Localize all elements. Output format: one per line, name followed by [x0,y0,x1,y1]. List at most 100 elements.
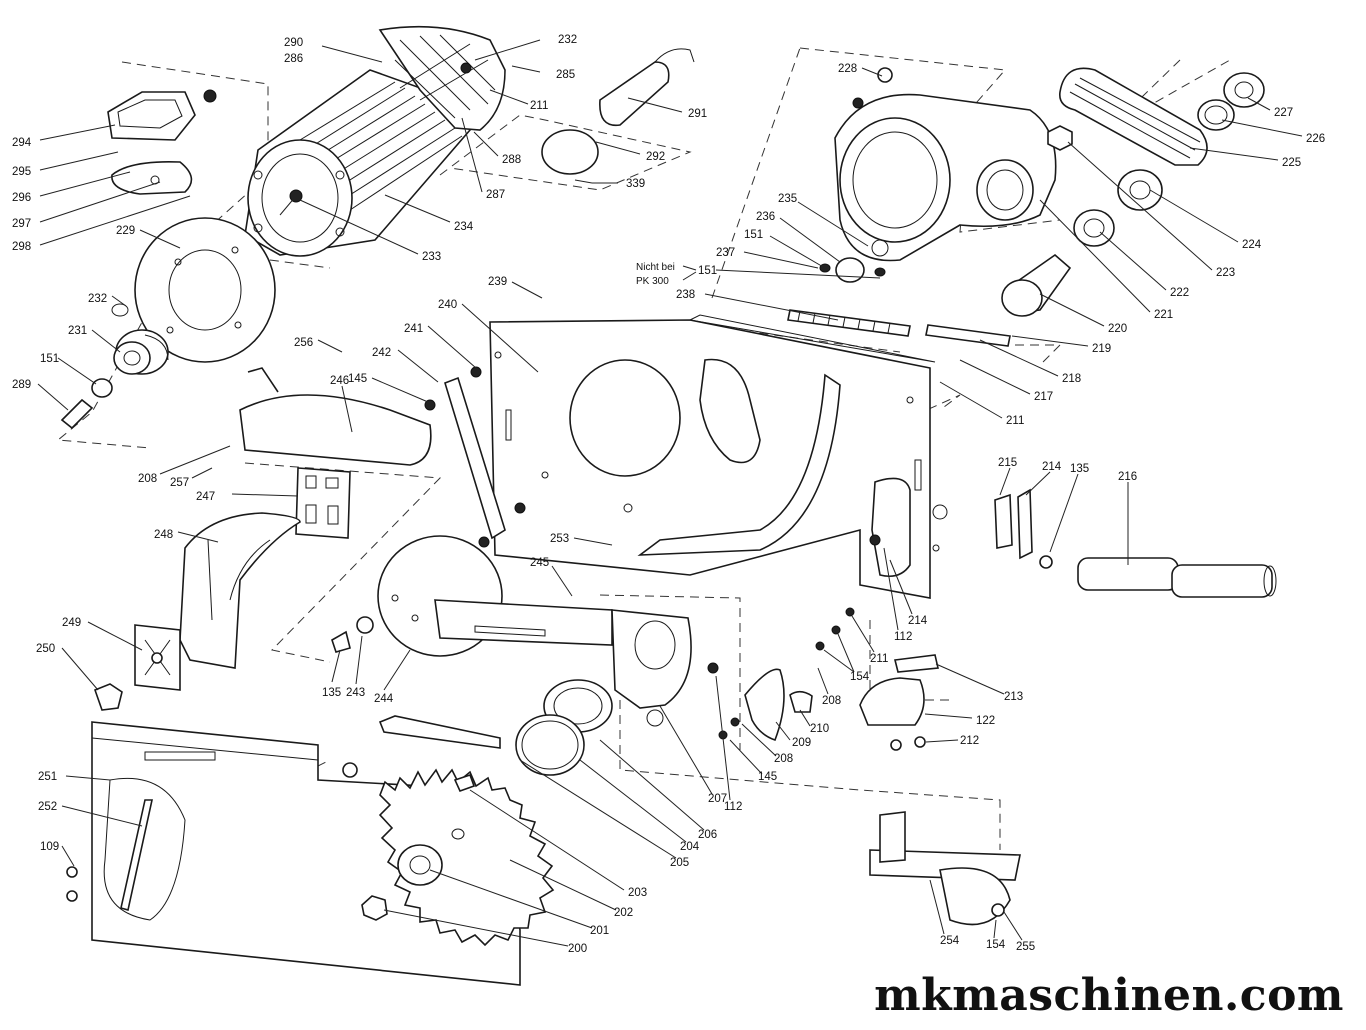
riving-knife [179,512,301,669]
label-225: 225 [1282,157,1301,169]
label-238: 238 [676,289,695,301]
label-232b: 232 [88,293,107,305]
label-200: 200 [568,943,587,955]
label-288: 288 [502,154,521,166]
label-214: 214 [1042,461,1062,473]
label-211: 211 [530,100,548,112]
label-241: 241 [404,323,423,335]
label-291: 291 [688,108,707,120]
belt-housing [834,67,1057,262]
label-216: 216 [1118,471,1137,483]
label-294: 294 [12,137,32,149]
label-208b: 208 [822,695,841,707]
guard-plate [295,467,351,539]
label-135b: 135 [1070,463,1089,475]
bearings-and-arbor [1001,72,1265,317]
label-232: 232 [558,34,577,46]
label-247: 247 [196,491,215,503]
label-286: 286 [284,53,303,65]
label-208: 208 [138,473,157,485]
label-222: 222 [1170,287,1189,299]
label-109: 109 [40,841,59,853]
note-ref-number: 151 [698,265,717,277]
label-298: 298 [12,241,31,253]
label-250: 250 [36,643,55,655]
label-297: 297 [12,218,31,230]
label-234: 234 [454,221,474,233]
tilt-tube-and-parts [994,488,1277,598]
label-233: 233 [422,251,441,263]
label-151: 151 [40,353,59,365]
label-208c: 208 [774,753,793,765]
label-296: 296 [12,192,31,204]
label-252: 252 [38,801,57,813]
main-frame-plate [489,314,948,599]
part-number-labels: 290 286 232 285 211 291 292 339 288 287 … [12,34,1325,955]
label-236: 236 [756,211,775,223]
leader-lines [37,39,1303,947]
label-223: 223 [1216,267,1235,279]
label-205: 205 [670,857,689,869]
label-243: 243 [346,687,365,699]
pulley [60,303,169,430]
hinge-bracket [869,477,911,578]
label-227: 227 [1274,107,1293,119]
motor-fan-cover [378,25,506,131]
label-210: 210 [810,723,829,735]
label-214b: 214 [908,615,928,627]
label-151b: 151 [744,229,763,241]
label-215: 215 [998,457,1017,469]
label-229: 229 [116,225,135,237]
label-218: 218 [1062,373,1081,385]
label-112b: 112 [724,801,742,813]
label-251: 251 [38,771,57,783]
label-221: 221 [1154,309,1173,321]
label-246: 246 [330,375,349,387]
capacitor [541,48,695,184]
label-154: 154 [850,671,870,683]
label-254: 254 [940,935,960,947]
drive-belt [1058,67,1208,166]
label-203: 203 [628,887,647,899]
label-135: 135 [322,687,341,699]
label-206: 206 [698,829,717,841]
lower-link [331,616,501,793]
label-207: 207 [708,793,727,805]
label-217: 217 [1034,391,1053,403]
variant-note: Nicht bei PK 300 151 [636,262,717,287]
rear-rod-arm [424,366,526,548]
label-287: 287 [486,189,505,201]
clamp-plate [93,624,181,711]
label-253: 253 [550,533,569,545]
label-290: 290 [284,37,303,49]
note-line-1: Nicht bei [636,262,675,273]
label-242: 242 [372,347,391,359]
tilt-segment [707,607,939,751]
label-244: 244 [374,693,394,705]
label-257: 257 [170,477,189,489]
switch-box [107,89,217,195]
label-211c: 211 [870,653,888,665]
label-240: 240 [438,299,457,311]
label-239: 239 [488,276,507,288]
label-235: 235 [778,193,797,205]
label-219: 219 [1092,343,1111,355]
label-292: 292 [646,151,665,163]
label-145b: 145 [758,771,777,783]
label-211b: 211 [1006,415,1024,427]
label-228: 228 [838,63,857,75]
label-112: 112 [894,631,912,643]
label-220: 220 [1108,323,1127,335]
label-154b: 154 [986,939,1006,951]
label-213: 213 [1004,691,1023,703]
label-201: 201 [590,925,609,937]
label-212: 212 [960,735,979,747]
label-285: 285 [556,69,575,81]
label-202: 202 [614,907,633,919]
label-209: 209 [792,737,811,749]
motor-housing [244,69,472,257]
site-watermark: mkmaschinen.com [874,970,1344,1021]
motor-flange-disc [134,217,276,363]
arbor-shafts [787,257,1011,347]
